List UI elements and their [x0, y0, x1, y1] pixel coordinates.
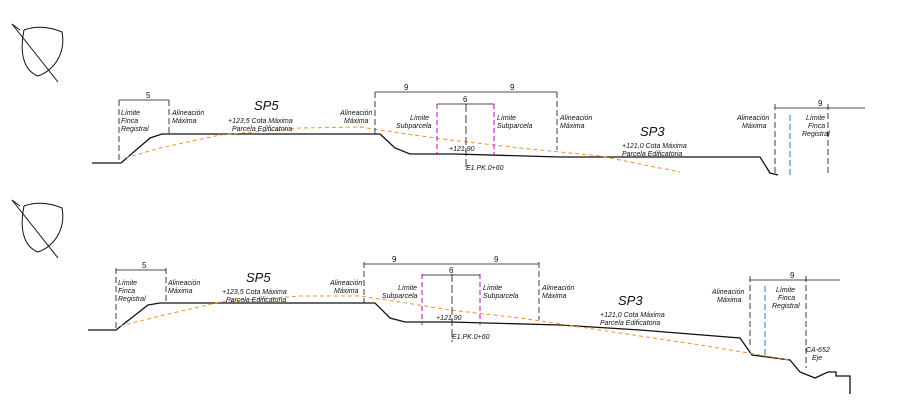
svg-text:Alineación: Alineación: [541, 285, 574, 292]
subparcela-lines-upper: [436, 104, 495, 155]
dim-right-lower: 9: [790, 271, 795, 280]
label-limite-finca-right-lower: Límite Finca Registral: [772, 287, 800, 310]
dim-mid-c-upper: 6: [463, 95, 468, 104]
svg-text:Límite: Límite: [497, 115, 516, 122]
dim-mid-b-lower: 9: [494, 255, 499, 264]
svg-text:Límite: Límite: [806, 115, 825, 122]
dim-right-upper: 9: [818, 99, 823, 108]
label-sp3-cota-lower: +121,0 Cota Máxima Parcela Edificatoria: [600, 312, 665, 327]
label-sp5-lower: SP5: [246, 270, 271, 285]
svg-text:Alineación: Alineación: [171, 110, 204, 117]
svg-text:Límite: Límite: [410, 115, 429, 122]
section-lower: 5 9 9 6 9 Límite Finca Registral Alineac…: [11, 199, 851, 394]
label-limite-sub-left-upper: Límite Subparcela: [396, 115, 432, 130]
svg-text:Eje: Eje: [812, 355, 822, 362]
label-eje-upper: E1.PK.0+60: [466, 165, 504, 172]
dim-mid-b-upper: 9: [510, 83, 515, 92]
dim-mid-a-lower: 9: [392, 255, 397, 264]
svg-text:Máxima: Máxima: [172, 118, 197, 125]
svg-text:Finca: Finca: [118, 288, 135, 295]
label-alineacion-right-lower: Alineación Máxima: [541, 285, 574, 300]
svg-text:Máxima: Máxima: [542, 293, 567, 300]
svg-text:Alineación: Alineación: [711, 289, 744, 296]
svg-text:Finca: Finca: [121, 118, 138, 125]
svg-text:Alineación: Alineación: [329, 280, 362, 287]
label-alineacion-far-upper: Alineación Máxima: [736, 115, 769, 130]
svg-text:Parcela Edificatoria: Parcela Edificatoria: [622, 151, 682, 158]
label-eje-lower: E1.PK.0+60: [452, 334, 490, 341]
label-limite-sub-right-lower: Límite Subparcela: [483, 285, 519, 300]
label-sp5-cota-upper: +123,5 Cota Máxima Parcela Edificatoria: [228, 118, 293, 133]
svg-text:Máxima: Máxima: [344, 118, 369, 125]
svg-text:Límite: Límite: [121, 110, 140, 117]
terrain-line-lower: [119, 295, 791, 361]
dim-left-lower: 5: [142, 261, 147, 270]
label-limite-finca-right-upper: Límite Finca Registral: [802, 115, 830, 138]
label-limite-sub-left-lower: Límite Subparcela: [382, 285, 418, 300]
svg-text:Subparcela: Subparcela: [382, 293, 418, 300]
label-limite-finca-left-lower: Límite Finca Registral: [118, 280, 146, 303]
svg-text:+121,0 Cota Máxima: +121,0 Cota Máxima: [600, 312, 665, 319]
svg-text:Alineación: Alineación: [736, 115, 769, 122]
label-alineacion-mid-upper: Alineación Máxima: [339, 110, 372, 125]
svg-text:Límite: Límite: [776, 287, 795, 294]
svg-text:Parcela Edificatoria: Parcela Edificatoria: [232, 126, 292, 133]
svg-text:Registral: Registral: [118, 296, 146, 303]
label-sp5-upper: SP5: [254, 98, 279, 113]
limit-lines-lower: [115, 262, 807, 368]
label-alineacion-right-upper: Alineación Máxima: [559, 115, 592, 130]
svg-text:Alineación: Alineación: [167, 280, 200, 287]
svg-text:Subparcela: Subparcela: [396, 123, 432, 130]
svg-text:Subparcela: Subparcela: [483, 293, 519, 300]
limit-lines-upper: [118, 92, 829, 175]
svg-text:Límite: Límite: [483, 285, 502, 292]
label-sp3-cota-upper: +121,0 Cota Máxima Parcela Edificatoria: [622, 143, 687, 158]
svg-text:Límite: Límite: [398, 285, 417, 292]
svg-text:Registral: Registral: [121, 126, 149, 133]
north-arrow-icon: [11, 23, 64, 83]
svg-text:Alineación: Alineación: [339, 110, 372, 117]
dimension-lines-upper: [119, 91, 865, 109]
svg-text:Máxima: Máxima: [717, 297, 742, 304]
svg-text:Registral: Registral: [802, 131, 830, 138]
dim-mid-c-lower: 6: [449, 266, 454, 275]
dim-left-upper: 5: [146, 91, 151, 100]
dimension-lines-lower: [116, 263, 840, 281]
svg-text:Parcela Edificatoria: Parcela Edificatoria: [600, 320, 660, 327]
label-level-upper: +121,90: [449, 146, 475, 153]
svg-text:Alineación: Alineación: [559, 115, 592, 122]
ground-profile-upper: [92, 133, 779, 176]
svg-text:Máxima: Máxima: [168, 288, 193, 295]
north-arrow-icon: [11, 199, 64, 259]
label-limite-sub-right-upper: Límite Subparcela: [497, 115, 533, 130]
label-alineacion-left-upper: Alineación Máxima: [171, 110, 204, 125]
label-sp5-cota-lower: +123,5 Cota Máxima Parcela Edificatoria: [222, 289, 287, 304]
svg-text:Subparcela: Subparcela: [497, 123, 533, 130]
svg-text:Finca: Finca: [778, 295, 795, 302]
svg-text:CA-652: CA-652: [806, 347, 830, 354]
svg-text:+121,0 Cota Máxima: +121,0 Cota Máxima: [622, 143, 687, 150]
ground-profile-lower: [88, 302, 851, 394]
label-alineacion-far-lower: Alineación Máxima: [711, 289, 744, 304]
label-alineacion-mid-lower: Alineación Máxima: [329, 280, 362, 295]
svg-text:Máxima: Máxima: [560, 123, 585, 130]
label-road-lower: CA-652 Eje: [806, 347, 830, 362]
label-limite-finca-left-upper: Límite Finca Registral: [121, 110, 149, 133]
section-upper: 5 9 9 6 9 Límite Finca Registral Alineac…: [11, 23, 865, 176]
svg-text:Parcela Edificatoria: Parcela Edificatoria: [226, 297, 286, 304]
dim-mid-a-upper: 9: [404, 83, 409, 92]
subparcela-lines-lower: [421, 274, 481, 325]
label-level-lower: +121,90: [436, 315, 462, 322]
svg-text:Máxima: Máxima: [742, 123, 767, 130]
svg-text:Finca: Finca: [808, 123, 825, 130]
label-sp3-lower: SP3: [618, 293, 643, 308]
svg-text:+123,5 Cota Máxima: +123,5 Cota Máxima: [222, 289, 287, 296]
svg-text:+123,5 Cota Máxima: +123,5 Cota Máxima: [228, 118, 293, 125]
svg-text:Máxima: Máxima: [334, 288, 359, 295]
svg-text:Registral: Registral: [772, 303, 800, 310]
label-alineacion-left-lower: Alineación Máxima: [167, 280, 200, 295]
label-sp3-upper: SP3: [640, 124, 665, 139]
svg-text:Límite: Límite: [118, 280, 137, 287]
